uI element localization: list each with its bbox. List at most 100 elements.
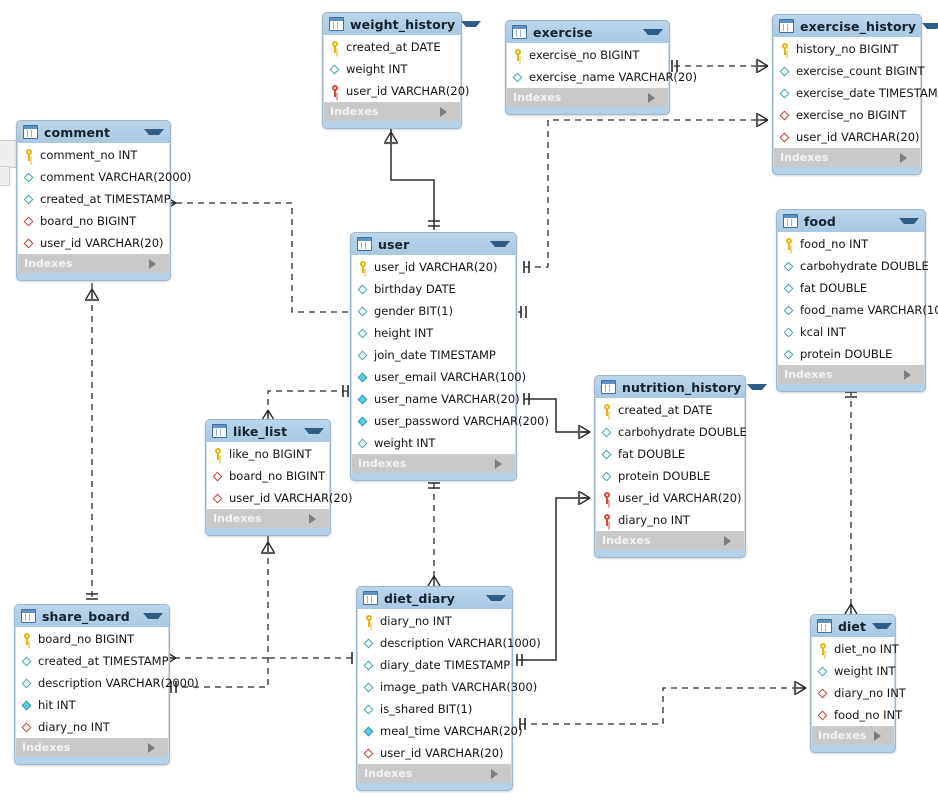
indexes-section-exercise_history[interactable]: Indexes: [773, 148, 921, 167]
chevron-right-icon[interactable]: [309, 513, 323, 524]
column-row[interactable]: user_id VARCHAR(20): [207, 487, 353, 509]
table-header-share_board[interactable]: share_board: [15, 605, 169, 627]
column-row[interactable]: board_no BIGINT: [16, 628, 168, 650]
indexes-section-exercise[interactable]: Indexes: [506, 88, 669, 107]
column-row[interactable]: board_no BIGINT: [18, 210, 169, 232]
chevron-down-icon[interactable]: [461, 21, 482, 27]
table-header-exercise[interactable]: exercise: [506, 21, 669, 43]
column-row[interactable]: like_no BIGINT: [207, 443, 329, 465]
chevron-right-icon[interactable]: [874, 730, 888, 741]
column-row[interactable]: user_id VARCHAR(20): [358, 742, 511, 764]
column-row[interactable]: carbohydrate DOUBLE: [778, 255, 929, 277]
table-header-food[interactable]: food: [777, 210, 925, 232]
column-row[interactable]: kcal INT: [778, 321, 924, 343]
column-row[interactable]: food_name VARCHAR(100): [778, 299, 938, 321]
column-row[interactable]: user_id VARCHAR(20): [596, 487, 744, 509]
column-row[interactable]: user_id VARCHAR(20): [18, 232, 169, 254]
indexes-section-like_list[interactable]: Indexes: [206, 509, 330, 528]
column-row[interactable]: image_path VARCHAR(300): [358, 676, 537, 698]
table-header-diet_diary[interactable]: diet_diary: [357, 587, 512, 609]
column-row[interactable]: exercise_name VARCHAR(20): [507, 66, 697, 88]
indexes-section-diet[interactable]: Indexes: [811, 726, 895, 745]
chevron-right-icon[interactable]: [491, 768, 505, 779]
column-row[interactable]: user_email VARCHAR(100): [352, 366, 526, 388]
column-row[interactable]: food_no INT: [778, 233, 924, 255]
indexes-section-user[interactable]: Indexes: [351, 454, 516, 473]
chevron-down-icon[interactable]: [922, 23, 938, 29]
chevron-down-icon[interactable]: [490, 241, 510, 247]
table-header-like_list[interactable]: like_list: [206, 420, 330, 442]
indexes-section-weight_history[interactable]: Indexes: [323, 102, 461, 121]
column-row[interactable]: protein DOUBLE: [778, 343, 924, 365]
column-row[interactable]: diary_no INT: [596, 509, 744, 531]
column-row[interactable]: board_no BIGINT: [207, 465, 329, 487]
column-row[interactable]: user_id VARCHAR(20): [352, 256, 515, 278]
chevron-right-icon[interactable]: [648, 92, 662, 103]
chevron-down-icon[interactable]: [486, 595, 506, 601]
column-row[interactable]: carbohydrate DOUBLE: [596, 421, 747, 443]
column-row[interactable]: created_at TIMESTAMP: [16, 650, 169, 672]
chevron-down-icon[interactable]: [899, 218, 919, 224]
chevron-right-icon[interactable]: [904, 369, 918, 380]
column-row[interactable]: description VARCHAR(2000): [16, 672, 199, 694]
column-row[interactable]: gender BIT(1): [352, 300, 515, 322]
chevron-right-icon[interactable]: [724, 535, 738, 546]
table-header-nutrition_history[interactable]: nutrition_history: [595, 376, 768, 398]
chevron-right-icon[interactable]: [149, 258, 163, 269]
column-row[interactable]: diary_no INT: [358, 610, 511, 632]
table-header-exercise_history[interactable]: exercise_history: [773, 15, 938, 37]
column-row[interactable]: created_at DATE: [596, 399, 744, 421]
column-row[interactable]: user_id VARCHAR(20): [774, 126, 920, 148]
indexes-section-share_board[interactable]: Indexes: [15, 738, 169, 757]
column-row[interactable]: hit INT: [16, 694, 168, 716]
column-row[interactable]: exercise_date TIMESTAMP: [774, 82, 938, 104]
column-row[interactable]: comment_no INT: [18, 144, 169, 166]
column-row[interactable]: meal_time VARCHAR(20): [358, 720, 522, 742]
column-row[interactable]: fat DOUBLE: [778, 277, 924, 299]
chevron-down-icon[interactable]: [643, 29, 663, 35]
column-row[interactable]: description VARCHAR(1000): [358, 632, 541, 654]
column-row[interactable]: is_shared BIT(1): [358, 698, 511, 720]
column-row[interactable]: fat DOUBLE: [596, 443, 744, 465]
indexes-section-comment[interactable]: Indexes: [17, 254, 170, 273]
column-row[interactable]: join_date TIMESTAMP: [352, 344, 515, 366]
chevron-right-icon[interactable]: [148, 742, 162, 753]
column-row[interactable]: exercise_count BIGINT: [774, 60, 925, 82]
column-row[interactable]: exercise_no BIGINT: [507, 44, 668, 66]
table-header-comment[interactable]: comment: [17, 121, 170, 143]
column-row[interactable]: diary_no INT: [812, 682, 906, 704]
chevron-down-icon[interactable]: [747, 384, 768, 390]
column-row[interactable]: diary_date TIMESTAMP: [358, 654, 511, 676]
chevron-down-icon[interactable]: [872, 623, 893, 629]
table-header-user[interactable]: user: [351, 233, 516, 255]
chevron-down-icon[interactable]: [143, 613, 163, 619]
column-row[interactable]: history_no BIGINT: [774, 38, 920, 60]
column-row[interactable]: user_password VARCHAR(200): [352, 410, 549, 432]
chevron-right-icon[interactable]: [440, 106, 454, 117]
table-header-diet[interactable]: diet: [811, 615, 895, 637]
column-row[interactable]: exercise_no BIGINT: [774, 104, 920, 126]
column-row[interactable]: user_name VARCHAR(20): [352, 388, 520, 410]
column-row[interactable]: weight INT: [812, 660, 895, 682]
table-header-weight_history[interactable]: weight_history: [323, 13, 482, 35]
column-row[interactable]: birthday DATE: [352, 278, 515, 300]
column-row[interactable]: protein DOUBLE: [596, 465, 744, 487]
column-row[interactable]: created_at DATE: [324, 36, 460, 58]
chevron-down-icon[interactable]: [304, 428, 324, 434]
indexes-section-nutrition_history[interactable]: Indexes: [595, 531, 745, 550]
column-row[interactable]: user_id VARCHAR(20): [324, 80, 470, 102]
column-row[interactable]: diary_no INT: [16, 716, 168, 738]
chevron-down-icon[interactable]: [144, 129, 164, 135]
chevron-right-icon[interactable]: [495, 458, 509, 469]
column-row[interactable]: weight INT: [352, 432, 515, 454]
